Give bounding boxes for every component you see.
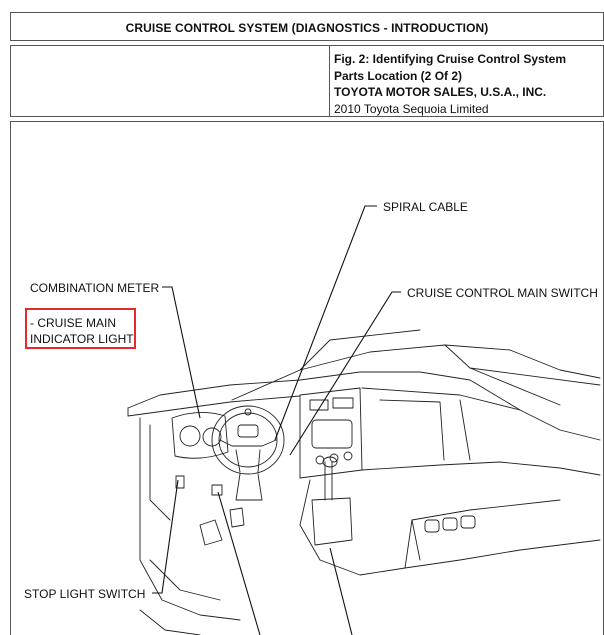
info-cell: Fig. 2: Identifying Cruise Control Syste…	[334, 51, 599, 117]
document-header: CRUISE CONTROL SYSTEM (DIAGNOSTICS - INT…	[10, 12, 604, 41]
figure-panel	[10, 121, 604, 635]
info-divider	[329, 46, 330, 116]
label-indicator-light: INDICATOR LIGHT	[30, 332, 134, 346]
label-combination-meter: COMBINATION METER	[30, 281, 160, 295]
label-spiral-cable: SPIRAL CABLE	[383, 200, 468, 214]
figure-caption: Fig. 2: Identifying Cruise Control Syste…	[334, 52, 567, 83]
label-cruise-main: - CRUISE MAIN	[30, 316, 117, 330]
vehicle-name: 2010 Toyota Sequoia Limited	[334, 101, 489, 116]
figure-info-table: Fig. 2: Identifying Cruise Control Syste…	[10, 45, 604, 117]
label-cruise-control-main-switch: CRUISE CONTROL MAIN SWITCH	[407, 286, 598, 300]
document-title: CRUISE CONTROL SYSTEM (DIAGNOSTICS - INT…	[125, 21, 489, 35]
publisher-name: TOYOTA MOTOR SALES, U.S.A., INC.	[334, 85, 547, 99]
label-stop-light-switch: STOP LIGHT SWITCH	[24, 587, 146, 601]
indicator-light-highlight-box: - CRUISE MAIN INDICATOR LIGHT	[25, 308, 136, 349]
